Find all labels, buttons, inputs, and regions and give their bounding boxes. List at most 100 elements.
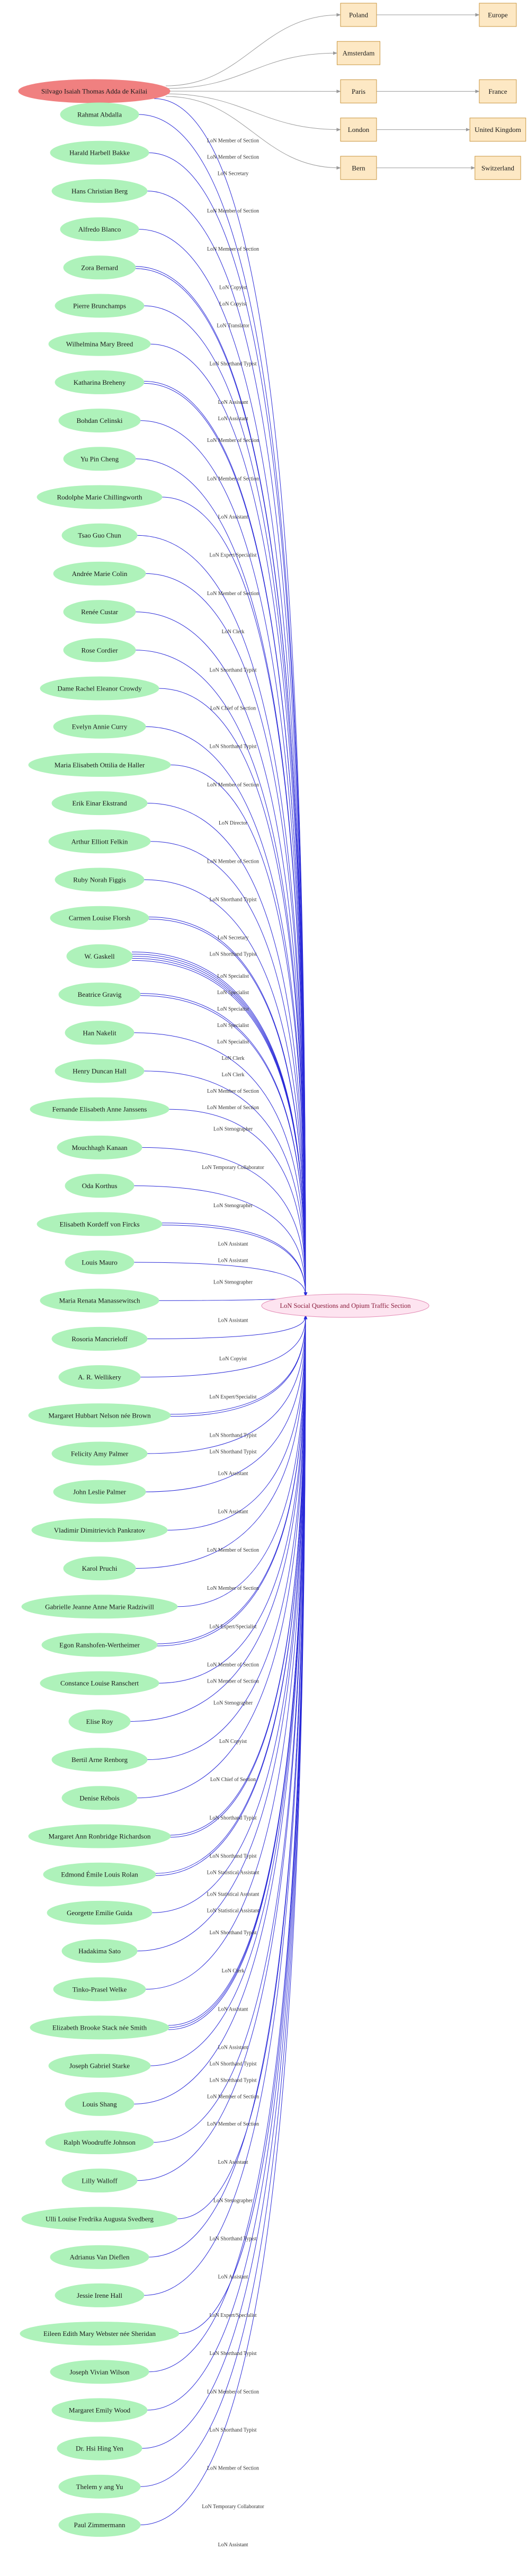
person-name: Harald Harbell Bakke	[69, 149, 130, 157]
person-name: Karol Pruchi	[82, 1564, 118, 1572]
person-ellipse	[50, 2245, 149, 2269]
edge-label: LoN Clerk	[221, 1056, 244, 1061]
person-name: Mouchhagh Kanaan	[71, 1144, 128, 1152]
edge	[139, 1316, 306, 2526]
edge	[129, 1316, 306, 1722]
edge-label: LoN Assistant	[218, 515, 248, 520]
edge-label: LoN Copyist	[219, 301, 247, 307]
person-name: Rodolphe Marie Chillingworth	[57, 493, 142, 501]
person-ellipse	[61, 1939, 138, 1963]
person-ellipse	[51, 179, 148, 203]
person-ellipse	[58, 2513, 141, 2537]
edge-label: LoN Member of Section	[207, 1679, 259, 1685]
person-name: Eileen Edith Mary Webster née Sheridan	[43, 2330, 156, 2338]
edge	[146, 1316, 306, 1760]
edge	[169, 1316, 306, 1836]
edge	[141, 1147, 306, 1296]
person-node: Katharina Breheny	[55, 370, 145, 394]
person-node: Elizabeth Brooke Stack née Smith	[30, 2015, 169, 2040]
place-box	[340, 118, 377, 142]
edge-label: LoN Statistical Assistant	[207, 1870, 259, 1876]
person-ellipse	[57, 2436, 142, 2460]
person-node: Dr. Hsi Hing Yen	[57, 2436, 142, 2460]
person-ellipse	[50, 140, 149, 165]
person-ellipse	[63, 447, 136, 471]
person-ellipse	[63, 600, 136, 624]
person-node: Hans Christian Berg	[51, 179, 148, 203]
edge	[165, 53, 337, 89]
place-node: Poland	[340, 3, 377, 27]
person-name: Louis Shang	[82, 2100, 117, 2108]
person-ellipse	[63, 255, 136, 280]
person-node: Louis Mauro	[65, 1250, 135, 1274]
person-name: A. R. Wellikery	[78, 1373, 121, 1381]
edge	[133, 1262, 306, 1296]
edge	[169, 1316, 306, 1417]
person-name: Lilly Walloff	[82, 2176, 118, 2184]
person-name: Maria Elisabeth Ottilia de Haller	[55, 761, 145, 769]
country-name: Europe	[488, 11, 508, 19]
edge-label: LoN Assistant	[218, 2542, 248, 2548]
country-node: Europe	[479, 3, 517, 27]
edge	[136, 1316, 306, 1799]
person-name: Beatrice Gravig	[78, 990, 122, 998]
edge	[165, 96, 340, 168]
edge-label: LoN Assistant	[218, 1509, 248, 1515]
person-node: Elise Roy	[68, 1709, 131, 1733]
person-name: Pierre Brunchamps	[73, 302, 126, 310]
source-person-node: Silvago Isaiah Thomas Adda de Kailai	[18, 79, 171, 103]
edge-label: LoN Member of Section	[207, 591, 259, 597]
person-name: Joseph Gabriel Starke	[69, 2062, 130, 2070]
edge-label: LoN Assistant	[218, 1471, 248, 1477]
person-ellipse	[31, 1518, 168, 1542]
person-node: Beatrice Gravig	[58, 982, 141, 1007]
person-ellipse	[65, 2092, 135, 2116]
edge-label: LoN Stenographer	[213, 1280, 253, 1286]
place-node: Bern	[340, 156, 377, 180]
edge-label: LoN Shorthand Typist	[209, 1432, 256, 1438]
edge	[133, 1185, 306, 1296]
person-ellipse	[61, 523, 138, 547]
person-name: Thelem y ang Yu	[76, 2483, 123, 2491]
person-ellipse	[55, 370, 145, 394]
edge-label: LoN Shorthand Typist	[209, 744, 256, 750]
person-node: Rodolphe Marie Chillingworth	[37, 485, 163, 509]
person-name: Dame Rachel Eleanor Crowdy	[57, 685, 142, 693]
edge	[149, 841, 306, 1296]
person-node: Rahmat Abdalla	[60, 102, 139, 127]
person-ellipse	[65, 1021, 135, 1045]
edge-label: LoN Shorthand Typist	[209, 2236, 256, 2242]
edge	[149, 343, 306, 1296]
person-name: Felicity Amy Palmer	[71, 1450, 129, 1458]
person-name: Egon Ranshofen-Wertheimer	[59, 1641, 140, 1649]
person-ellipse	[30, 2015, 169, 2040]
edge	[146, 1316, 306, 1454]
person-ellipse	[61, 1786, 138, 1810]
person-node: Arthur Elliott Felkin	[48, 829, 151, 854]
edge	[146, 803, 306, 1296]
person-node: Joseph Gabriel Starke	[48, 2053, 151, 2078]
place-name: Amsterdam	[343, 49, 375, 57]
edge-label: LoN Assistant	[218, 2006, 248, 2012]
edge-label: LoN Shorthand Typist	[209, 1449, 256, 1455]
edge-label: LoN Member of Section	[207, 1547, 259, 1553]
edge	[154, 98, 306, 1296]
edge-label: LoN Director	[219, 820, 248, 826]
person-ellipse	[63, 1556, 136, 1581]
edge-label: LoN Shorthand Typist	[209, 952, 256, 958]
edge	[156, 1316, 306, 1646]
person-node: Pierre Brunchamps	[55, 294, 145, 318]
edge-label: LoN Member of Section	[207, 2094, 259, 2100]
place-box	[340, 156, 377, 180]
person-node: Dame Rachel Eleanor Crowdy	[40, 676, 159, 701]
country-name: France	[488, 87, 507, 95]
person-node: Felicity Amy Palmer	[51, 1441, 148, 1466]
person-node: Rose Cordier	[63, 638, 136, 662]
country-name: Switzerland	[481, 164, 515, 172]
person-ellipse	[50, 906, 149, 930]
person-name: Yu Pin Cheng	[80, 455, 119, 463]
person-name: Zora Bernard	[81, 263, 118, 271]
person-name: Joseph Vivian Wilson	[69, 2368, 130, 2376]
person-ellipse	[53, 1977, 146, 2002]
